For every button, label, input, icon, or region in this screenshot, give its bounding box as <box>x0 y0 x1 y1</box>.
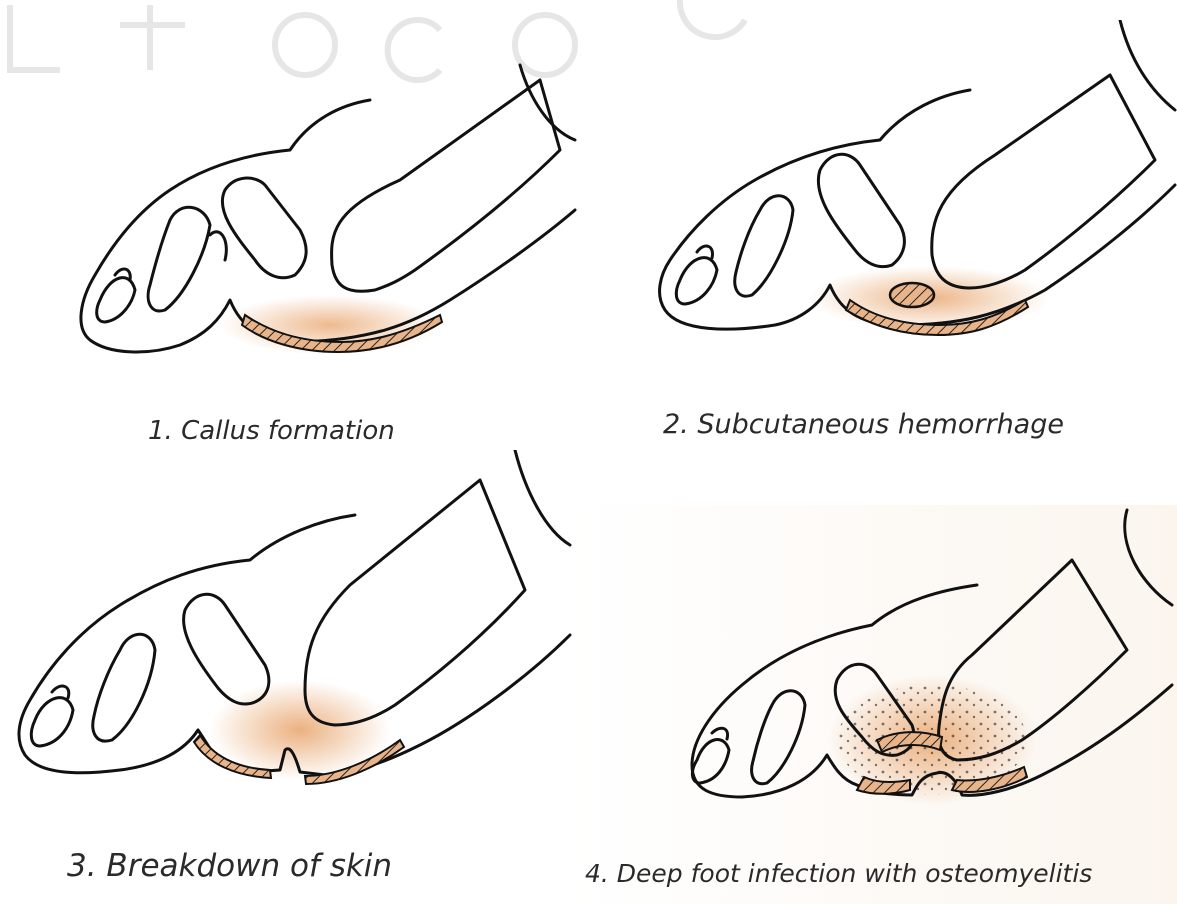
caption-callus-formation: 1. Callus formation <box>148 416 395 446</box>
diagram-callus-formation <box>70 60 590 390</box>
caption-subcutaneous-hemorrhage: 2. Subcutaneous hemorrhage <box>663 409 1064 440</box>
caption-deep-foot-infection: 4. Deep foot infection with osteomyeliti… <box>585 859 1092 888</box>
diagram-breakdown-of-skin <box>0 450 580 820</box>
diagram-subcutaneous-hemorrhage <box>640 20 1177 360</box>
caption-breakdown-of-skin: 3. Breakdown of skin <box>67 848 392 884</box>
diagram-deep-foot-infection <box>572 505 1177 850</box>
